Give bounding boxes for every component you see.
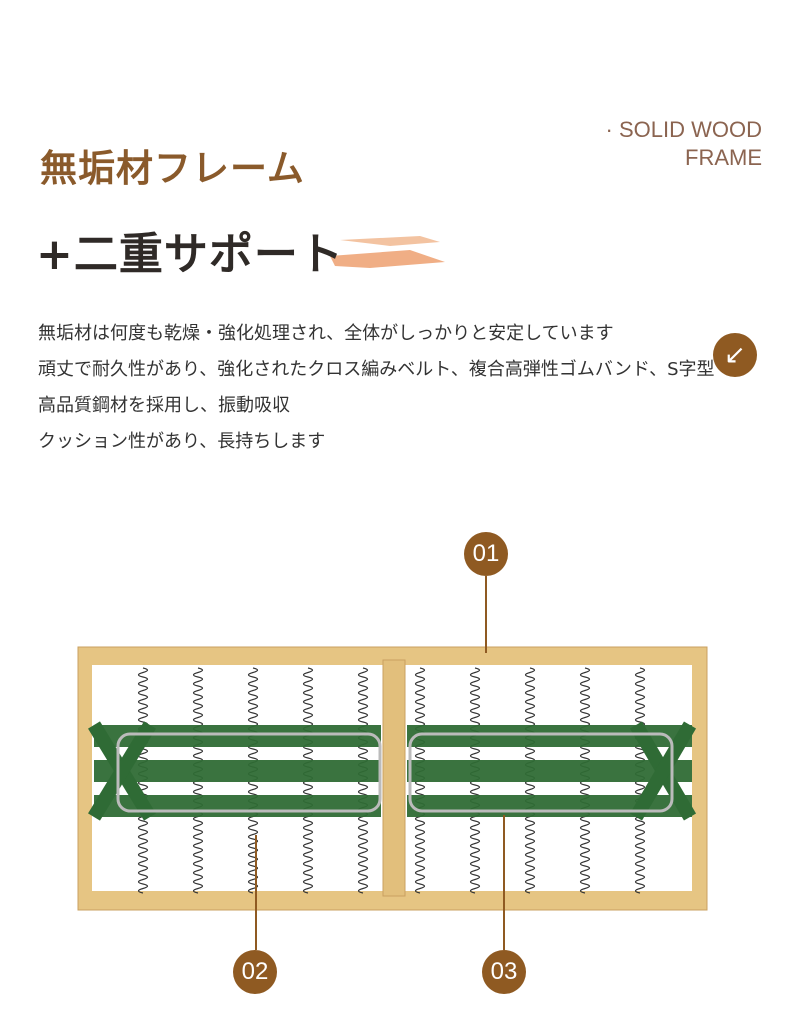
title: 無垢材フレーム: [40, 147, 305, 190]
english-line-1: · SOLID WOOD: [605, 117, 762, 142]
woven-belt: [407, 760, 692, 782]
center-post: [382, 659, 406, 897]
woven-belt: [94, 760, 381, 782]
callout-03: 03: [482, 950, 526, 994]
english-caption: · SOLID WOOD FRAME: [606, 116, 762, 172]
description-line: 高品質鋼材を採用し、振動吸収: [38, 395, 290, 416]
woven-belt: [94, 725, 381, 747]
cross-belt: [88, 721, 156, 821]
description-line: 無垢材は何度も乾燥・強化処理され、全体がしっかりと安定しています: [38, 323, 614, 344]
english-line-2: FRAME: [685, 145, 762, 170]
arrow-down-left-icon: ↙: [713, 333, 757, 377]
description-line: クッション性があり、長持ちします: [38, 431, 326, 452]
frame-diagram: 01 02 03: [0, 520, 790, 1030]
steel-loop: [408, 732, 674, 813]
subtitle: +二重サポート: [36, 229, 344, 280]
steel-loop: [116, 732, 382, 813]
callout-02: 02: [233, 950, 277, 994]
brush-stroke-decoration: [330, 236, 445, 268]
description-line: 頑丈で耐久性があり、強化されたクロス編みベルト、複合高弾性ゴムバンド、S字型: [38, 359, 715, 380]
description: 無垢材は何度も乾燥・強化処理され、全体がしっかりと安定しています 頑丈で耐久性が…: [38, 316, 715, 460]
woven-belt: [407, 725, 692, 747]
callout-01: 01: [464, 532, 508, 576]
cross-belt: [629, 721, 697, 821]
bed-frame-illustration: [77, 576, 708, 950]
